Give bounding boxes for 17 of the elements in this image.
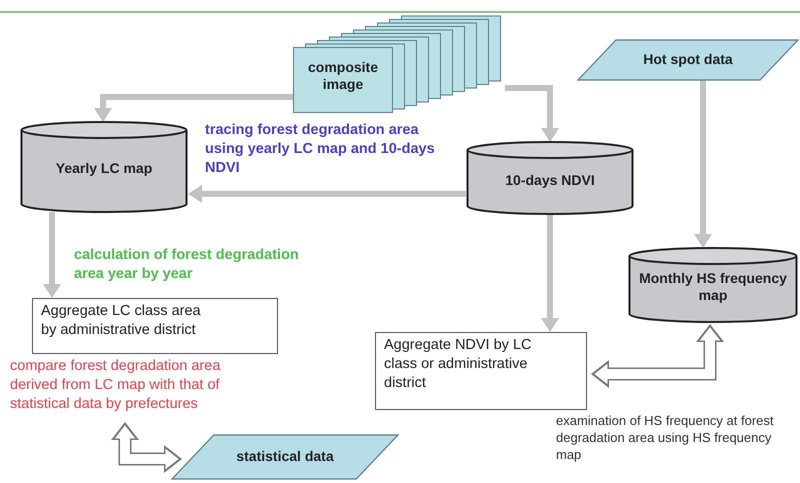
block-arrow	[111, 422, 182, 473]
node-label: statistical data	[235, 448, 335, 465]
node-label: 10-days NDVI	[504, 172, 596, 189]
node-label: Monthly HS frequency map	[638, 270, 788, 304]
process-box: Aggregate NDVI by LC class or administrative district	[375, 332, 587, 410]
note-text: compare forest degradation area derived from LC map with that of statistical data by prefectures	[10, 357, 222, 414]
arrow	[94, 94, 293, 122]
arrow	[188, 184, 466, 203]
arrow	[541, 214, 559, 332]
process-box: Aggregate LC class area by administrative district	[32, 298, 278, 354]
node-label: composite image	[306, 59, 379, 93]
arrow	[43, 212, 61, 298]
node-label: Hot spot data	[642, 51, 734, 68]
arrow	[694, 80, 712, 248]
block-arrow	[591, 324, 724, 388]
arrow	[505, 85, 559, 142]
node-label: Yearly LC map	[54, 160, 154, 177]
